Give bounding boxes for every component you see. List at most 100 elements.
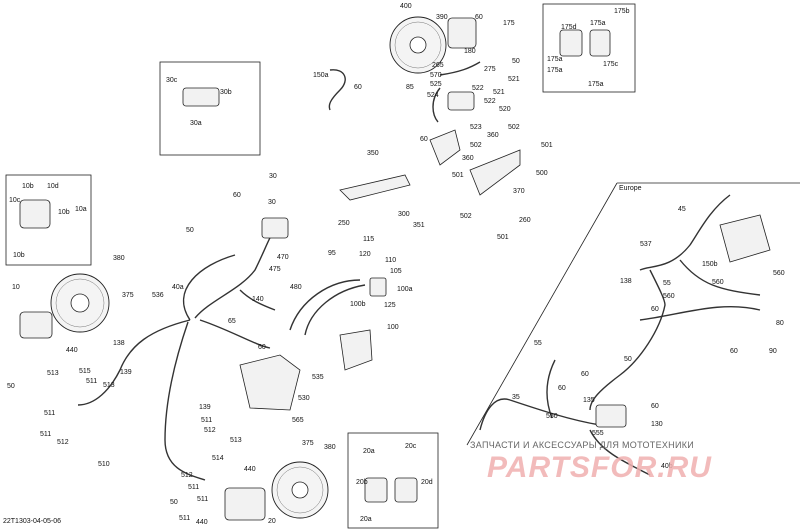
watermark-logo: PARTSFOR.RU — [487, 451, 712, 484]
callout-175a: 175a — [588, 81, 604, 88]
inset-frame-rear-caliper-kit — [542, 3, 636, 93]
callout-60: 60 — [581, 371, 589, 378]
caliper-pad-kit — [559, 29, 583, 57]
callout-105: 105 — [390, 268, 402, 275]
callout-521: 521 — [508, 76, 520, 83]
bracket-plate — [429, 129, 461, 166]
callout-375: 375 — [302, 440, 314, 447]
callout-265: 265 — [432, 62, 444, 69]
brake-pedal-lever — [339, 174, 411, 201]
callout-138: 138 — [620, 278, 632, 285]
callout-512: 512 — [204, 427, 216, 434]
callout-351: 351 — [413, 222, 425, 229]
callout-501: 501 — [497, 234, 509, 241]
callout-511: 511 — [201, 417, 213, 424]
callout-523: 523 — [470, 124, 482, 131]
callout-110: 110 — [385, 257, 397, 264]
callout-90: 90 — [769, 348, 777, 355]
inset-frame-caliper-kit-bottom — [347, 432, 439, 529]
figure-code: 22T1303-04-05-06 — [3, 518, 61, 525]
callout-511: 511 — [197, 496, 209, 503]
callout-175c: 175c — [603, 61, 619, 68]
callout-175a: 175a — [590, 20, 606, 27]
callout-20b: 20b — [356, 479, 368, 486]
callout-40a: 40a — [172, 284, 184, 291]
callout-10b: 10b — [13, 252, 25, 259]
callout-60: 60 — [651, 306, 659, 313]
callout-10d: 10d — [47, 183, 59, 190]
callout-85: 85 — [406, 84, 414, 91]
callout-535: 535 — [312, 374, 324, 381]
inset-frame-front-caliper — [5, 174, 92, 266]
master-cylinder-main — [261, 217, 289, 239]
front-brake-disc-left — [50, 273, 110, 333]
callout-536: 536 — [152, 292, 164, 299]
callout-60: 60 — [730, 348, 738, 355]
front-master-cylinder — [182, 87, 220, 107]
callout-375: 375 — [122, 292, 134, 299]
callout-500: 500 — [536, 170, 548, 177]
callout-50: 50 — [512, 58, 520, 65]
callout-60: 60 — [558, 385, 566, 392]
callout-30b: 30b — [220, 89, 232, 96]
callout-275: 275 — [484, 66, 496, 73]
callout-100: 100 — [387, 324, 399, 331]
callout-400: 400 — [400, 3, 412, 10]
callout-10: 10 — [12, 284, 20, 291]
callout-360: 360 — [462, 155, 474, 162]
callout-50: 50 — [7, 383, 15, 390]
front-caliper-left — [19, 311, 53, 339]
callout-440: 440 — [196, 519, 208, 526]
callout-440: 440 — [244, 466, 256, 473]
front-brake-disc-bottom — [271, 461, 329, 519]
callout-520: 520 — [499, 106, 511, 113]
callout-513: 513 — [230, 437, 242, 444]
callout-50: 50 — [624, 356, 632, 363]
callout-250: 250 — [338, 220, 350, 227]
callout-475: 475 — [269, 266, 281, 273]
abs-bracket — [339, 329, 373, 371]
callout-260: 260 — [519, 217, 531, 224]
callout-35: 35 — [512, 394, 520, 401]
callout-513: 513 — [103, 382, 115, 389]
callout-524: 524 — [427, 92, 439, 99]
callout-380: 380 — [113, 255, 125, 262]
callout-60: 60 — [420, 136, 428, 143]
europe-region-divider — [466, 182, 618, 446]
callout-60: 60 — [258, 344, 266, 351]
brake-pedal-bracket — [469, 149, 521, 196]
region-label-europe: Europe — [619, 185, 642, 192]
callout-512: 512 — [57, 439, 69, 446]
callout-140: 140 — [252, 296, 264, 303]
inset-frame-master-cylinder — [159, 61, 261, 156]
callout-175d: 175d — [561, 24, 577, 31]
callout-522: 522 — [472, 85, 484, 92]
callout-20c: 20c — [405, 443, 417, 450]
caliper-inset-bottom-a — [364, 477, 388, 503]
callout-560: 560 — [712, 279, 724, 286]
callout-30a: 30a — [190, 120, 202, 127]
callout-50: 50 — [186, 227, 194, 234]
callout-50: 50 — [170, 499, 178, 506]
callout-45: 45 — [678, 206, 686, 213]
callout-180: 180 — [464, 48, 476, 55]
callout-115: 115 — [363, 236, 375, 243]
callout-100b: 100b — [350, 301, 366, 308]
callout-30: 30 — [268, 199, 276, 206]
caliper-inset-bottom-b — [394, 477, 418, 503]
callout-20a: 20a — [363, 448, 375, 455]
callout-60: 60 — [651, 403, 659, 410]
callout-560: 560 — [663, 293, 675, 300]
callout-511: 511 — [179, 515, 191, 522]
callout-150b: 150b — [702, 261, 718, 268]
callout-60: 60 — [475, 14, 483, 21]
callout-55: 55 — [534, 340, 542, 347]
callout-120: 120 — [359, 251, 371, 258]
callout-95: 95 — [328, 250, 336, 257]
callout-175b: 175b — [614, 8, 630, 15]
callout-10b: 10b — [22, 183, 34, 190]
callout-501: 501 — [452, 172, 464, 179]
callout-537: 537 — [640, 241, 652, 248]
